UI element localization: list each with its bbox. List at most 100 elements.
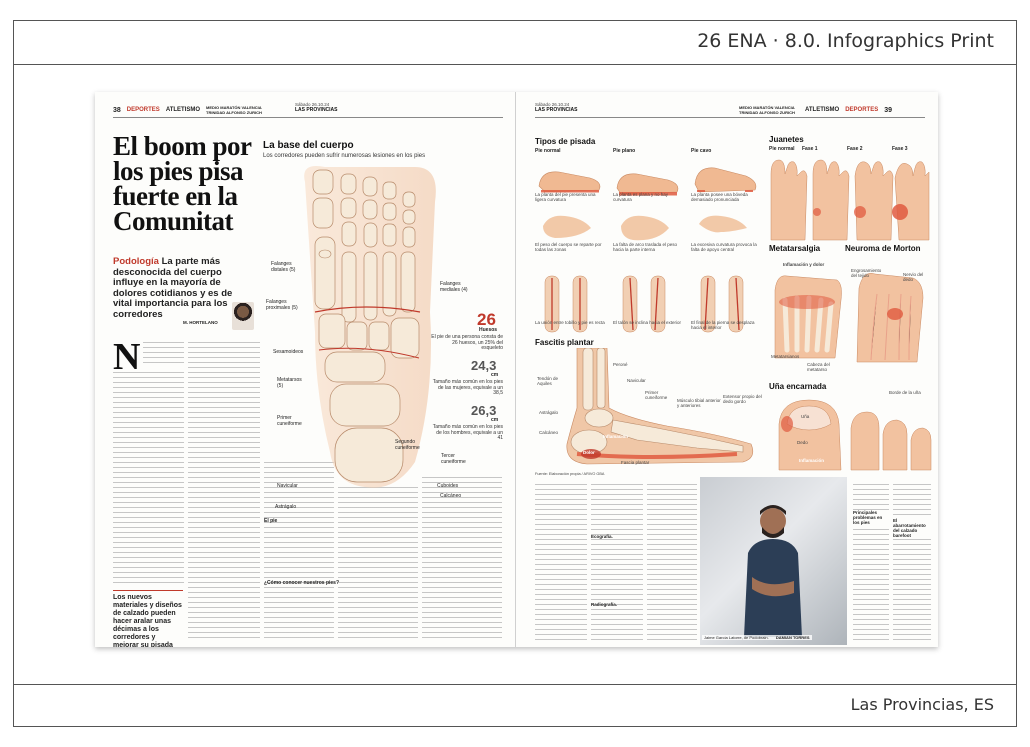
una-label-una: Uña <box>801 414 810 419</box>
tipo-plano-ankle: El talón se inclina hacia el exterior <box>613 320 682 325</box>
juanetes-phase-3: Fase 3 <box>892 146 908 152</box>
tipo-cavo-name: Pie cavo <box>691 148 712 154</box>
photo-caption-text: Jaime García Latorre, de Podobrain. <box>704 635 769 640</box>
subhead-como-conocer: ¿Cómo conocer nuestros pies? <box>264 580 340 586</box>
drop-cap: N <box>113 336 141 378</box>
una-encarnada-illustration <box>778 399 932 471</box>
right-dateline: Sábado 26.10.24 LAS PROVINCIAS <box>535 102 578 113</box>
stat-men-text: Tamaño más común en los pies de los homb… <box>432 424 503 441</box>
label-sesamoideos: Sesamoideos <box>273 349 304 355</box>
una-title: Uña encarnada <box>769 382 827 391</box>
section-name: DEPORTES <box>845 107 879 113</box>
board-footer: Las Provincias, ES <box>14 684 1016 726</box>
section-name: DEPORTES <box>126 107 160 113</box>
subhead-ecografia: Ecografía. <box>591 534 613 539</box>
tipo-cavo-desc: La planta posee una bóveda demasiado pro… <box>691 192 748 202</box>
label-falanges-mediales: Falanges mediales (4) <box>440 281 468 293</box>
paper-name: LAS PROVINCIAS <box>535 107 578 113</box>
headline: El boom por los pies pisa fuerte en la C… <box>113 131 252 236</box>
subhead-barefoot: El abarrotamiento del calzado barefoot <box>893 518 931 538</box>
fascitis-label-inflamacion: Inflamación <box>603 434 629 439</box>
date: Sábado 26.10.24 <box>535 102 570 107</box>
left-dateline: Sábado 26.10.24 LAS PROVINCIAS <box>295 102 338 113</box>
photo-caption: Jaime García Latorre, de Podobrain. DAMI… <box>702 635 812 640</box>
juanetes-phase-1: Fase 1 <box>802 146 818 152</box>
page-number: 38 <box>113 106 121 114</box>
left-page: 38 DEPORTES ATLETISMO MEDIO MARATÓN VALE… <box>95 92 516 647</box>
stat-men-unit: cm <box>491 417 499 423</box>
fascitis-label-navicular: Navicular <box>627 378 646 383</box>
deck-text: La parte más desconocida del cuerpo infl… <box>113 256 233 320</box>
una-label-borde: Borde de la uña <box>889 390 921 395</box>
graphic-subtitle: Los corredores pueden sufrir numerosas l… <box>263 153 426 159</box>
fascitis-label-calcaneo: Calcáneo <box>539 430 559 435</box>
author-photo <box>232 302 254 330</box>
subsection-name: ATLETISMO <box>165 107 201 113</box>
photo-credit: DAMIAN TORRES <box>775 635 810 640</box>
tipo-plano-weight: La falta de arco traslada el peso hacia … <box>613 242 678 252</box>
body-text-col-5 <box>422 477 502 642</box>
fascitis-label-cuneiforme: Primer cuneiforme <box>645 390 668 400</box>
event-name: MEDIO MARATÓN VALENCIA TRINIDAD ALFONSO … <box>739 105 795 115</box>
right-body-col-4 <box>853 484 889 644</box>
una-label-inflamacion: Inflamación <box>799 458 825 463</box>
board-title: 26 ENA · 8.0. Infographics Print <box>697 30 994 52</box>
morton-label1: Engrosamiento del tejido <box>851 268 882 278</box>
byline: M. HORTELANO <box>183 320 218 325</box>
label-falanges-proximales: Falanges proximales (5) <box>266 299 298 311</box>
body-text-col-1 <box>113 372 184 584</box>
subhead-principales: Principales problemas en los pies <box>853 510 889 525</box>
tipo-normal-weight: El peso del cuerpo se reparte por todas … <box>535 242 602 252</box>
una-label-dedo: Dedo <box>797 440 808 445</box>
label-primer-cuneiforme: Primer cuneiforme <box>277 415 302 427</box>
tipo-normal-ankle: La unión entre tobillo y pie es recta <box>535 320 605 325</box>
label-falanges-distales: Falanges distales (5) <box>271 261 296 273</box>
foot-skeleton-illustration <box>304 166 436 488</box>
fascitis-label-perone: Peroné <box>613 362 628 367</box>
morton-title: Neuroma de Morton <box>845 244 921 253</box>
body-text-col-3 <box>264 462 334 642</box>
right-body-col-3 <box>647 484 697 644</box>
page-number: 39 <box>884 106 893 114</box>
pisada-illustrations <box>538 167 757 333</box>
stat-bones-value: 26 <box>477 310 496 329</box>
label-calcaneo: Calcáneo <box>440 493 462 499</box>
newspaper-spread: 38 DEPORTES ATLETISMO MEDIO MARATÓN VALE… <box>95 92 938 647</box>
specialist-photo <box>700 477 847 645</box>
left-folio: 38 DEPORTES ATLETISMO MEDIO MARATÓN VALE… <box>113 104 266 116</box>
tipo-cavo-weight: La excesiva curvatura provoca la falta d… <box>691 242 757 252</box>
fascitis-label-aquiles: Tendón de Aquiles <box>537 376 559 386</box>
graphic-title: La base del cuerpo <box>263 140 354 151</box>
fascitis-illustration <box>566 348 754 465</box>
stat-bones-text: El pie de una persona consta de 26 hueso… <box>431 334 503 351</box>
stat-women-text: Tamaño más común en los pies de las muje… <box>432 379 503 396</box>
right-body-col-2 <box>591 484 643 644</box>
subhead-radiografia: Radiografía. <box>591 602 618 607</box>
tipos-title: Tipos de pisada <box>535 137 596 146</box>
right-body-col-1 <box>535 484 587 644</box>
label-navicular: Navicular <box>277 483 298 489</box>
date: Sábado 26.10.24 <box>295 102 330 107</box>
award-board-frame: 26 ENA · 8.0. Infographics Print Las Pro… <box>13 20 1017 727</box>
stat-women-unit: cm <box>491 372 499 378</box>
metatarsalgia-title: Metatarsalgia <box>769 244 821 253</box>
fascitis-credit: Fuente: Elaboración propia / ARIVO GBA <box>535 472 605 476</box>
morton-illustration <box>856 273 924 363</box>
fascitis-label-tibial: Músculo tibial anterior y anteriores <box>677 398 721 408</box>
tipo-cavo-ankle: El final de la pierna se desplaza hacia … <box>691 320 755 330</box>
label-astragalo: Astrágalo <box>275 504 297 510</box>
subsection-name: ATLETISMO <box>805 107 840 113</box>
body-text-col-4 <box>338 487 418 642</box>
right-body-col-5 <box>893 484 931 644</box>
deck: Podología La parte más desconocida del c… <box>113 256 245 320</box>
board-source: Las Provincias, ES <box>850 695 994 714</box>
label-metatarsos: Metatarsos (5) <box>277 377 302 389</box>
right-page: Sábado 26.10.24 LAS PROVINCIAS MEDIO MAR… <box>517 92 938 647</box>
stat-bones-unit: Huesos <box>479 327 498 333</box>
folio-rule <box>113 117 503 118</box>
tipo-plano-name: Pie plano <box>613 148 636 154</box>
stat-women-value: 24,3 <box>471 358 497 373</box>
juanetes-illustrations <box>770 159 930 241</box>
right-folio: MEDIO MARATÓN VALENCIA TRINIDAD ALFONSO … <box>739 104 892 116</box>
kicker: Podología <box>113 256 159 267</box>
